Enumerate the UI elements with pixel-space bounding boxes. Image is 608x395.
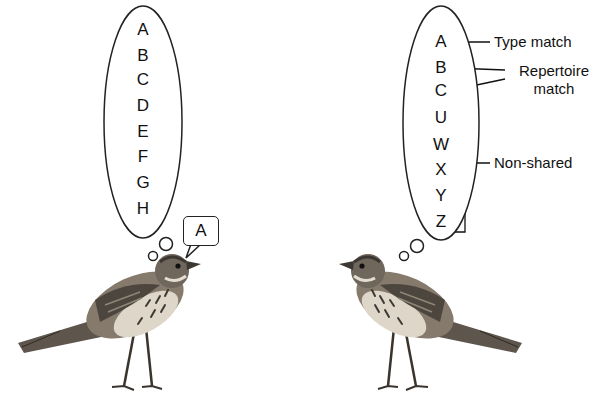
song-type: Y <box>402 186 480 206</box>
annotation-label: Repertoire match <box>508 62 600 98</box>
song-type: U <box>402 108 480 128</box>
song-type: X <box>402 160 480 180</box>
song-type: E <box>103 122 183 142</box>
song-type: W <box>402 135 480 155</box>
thought-dot <box>411 240 424 253</box>
speech-tail <box>186 244 201 258</box>
song-type: B <box>402 58 480 78</box>
thought-dot <box>160 238 173 251</box>
annotation-label: Non-shared <box>494 154 572 172</box>
song-type: Z <box>402 212 480 232</box>
song-type: C <box>103 70 183 90</box>
song-type: H <box>103 199 183 219</box>
song-type: G <box>103 173 183 193</box>
song-type: B <box>103 46 183 66</box>
right-bird <box>339 254 522 390</box>
thought-bubble: ABCUWXYZ <box>402 5 480 241</box>
song-type: F <box>103 147 183 167</box>
thought-bubble: ABCDEFGH <box>103 5 183 239</box>
annotation-label: Type match <box>494 33 572 51</box>
sung-type: A <box>195 221 206 241</box>
thought-dot <box>149 252 158 261</box>
left-bird <box>18 254 201 390</box>
thought-dot <box>400 252 409 261</box>
song-type: C <box>402 81 480 101</box>
song-type: A <box>103 20 183 40</box>
song-type: A <box>402 32 480 52</box>
speech-bubble: A <box>183 216 219 246</box>
song-type: D <box>103 96 183 116</box>
